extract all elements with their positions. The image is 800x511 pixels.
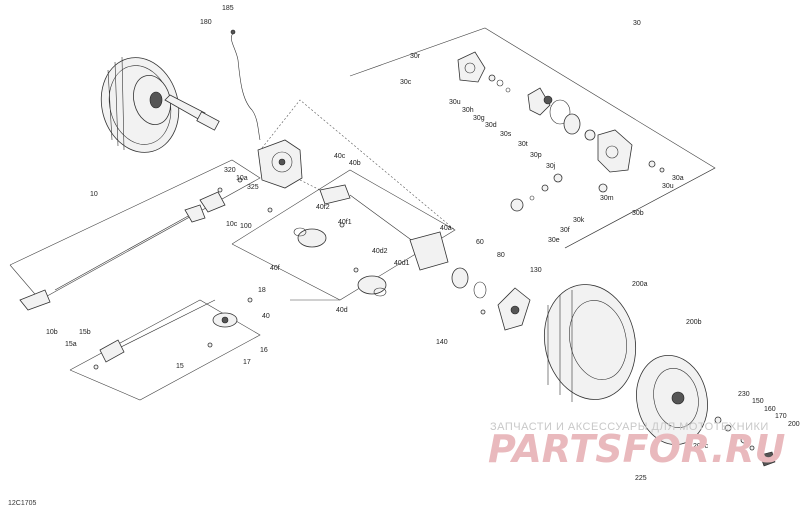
callout: 30h <box>462 107 474 114</box>
callout: 15 <box>176 363 184 370</box>
callout: 18 <box>258 287 266 294</box>
callout: 10 <box>90 191 98 198</box>
rear-wheel-assembly <box>543 284 776 467</box>
callout: 40f <box>270 265 280 272</box>
drive-shaft-group <box>293 184 449 297</box>
callout: 30d <box>485 122 497 129</box>
callout: 325 <box>247 184 259 191</box>
callout: 200c <box>693 443 709 450</box>
callout: 200 <box>788 421 800 428</box>
callout: 17 <box>243 359 251 366</box>
callout: 60 <box>476 239 484 246</box>
callout: 30s <box>500 131 512 138</box>
callout: 30 <box>633 20 641 27</box>
callout: 30j <box>546 163 556 170</box>
callout: 80 <box>497 252 505 259</box>
callout: 30c <box>400 79 412 86</box>
callout: 30f <box>560 227 570 234</box>
callout: 40b <box>349 160 361 167</box>
callout: 30t <box>518 141 528 148</box>
callout: 10b <box>46 329 58 336</box>
callout: 200b <box>686 319 702 326</box>
diagram-code: 12C1705 <box>8 500 37 507</box>
callout: 185 <box>222 5 234 12</box>
callout: 200a <box>632 281 648 288</box>
callout: 30u <box>449 99 461 106</box>
callout: 10a <box>236 175 248 182</box>
callout: 130 <box>530 267 542 274</box>
callout: 30b <box>632 210 644 217</box>
callout: 30r <box>410 53 421 60</box>
bearing-and-ring <box>451 267 487 299</box>
callout: 16 <box>260 347 268 354</box>
callout: 160 <box>764 406 776 413</box>
callout: 40 <box>262 313 270 320</box>
callout: 40d <box>336 307 348 314</box>
callout: 15b <box>79 329 91 336</box>
front-propeller-shaft <box>19 177 273 311</box>
callout: 320 <box>224 167 236 174</box>
callout: 225 <box>635 475 647 482</box>
gear-case-group <box>457 51 665 212</box>
watermark-tagline: ЗАПЧАСТИ И АКСЕССУАРЫ ДЛЯ МОТОТЕХНИКИ <box>490 421 769 433</box>
callout: 40f2 <box>316 204 330 211</box>
callout: 40d1 <box>394 260 410 267</box>
callout: 15a <box>65 341 77 348</box>
front-wheel-assembly <box>100 56 220 153</box>
group-40-frame <box>231 169 456 301</box>
group-30-frame <box>349 27 716 249</box>
callout: 100 <box>240 223 252 230</box>
callout: 40d2 <box>372 248 388 255</box>
callout: 30e <box>548 237 560 244</box>
callout: 170 <box>775 413 787 420</box>
callout: 40c <box>334 153 346 160</box>
hub-130 <box>480 287 531 331</box>
callout: 30m <box>600 195 614 202</box>
callout: 30u <box>662 183 674 190</box>
callout: 40a <box>440 225 452 232</box>
callout: 40f1 <box>338 219 352 226</box>
callout: 30k <box>573 217 585 224</box>
callout-labels: 185 180 30 30r 30c 30u 30h 30g 30d 30s 3… <box>46 5 800 482</box>
callout: 230 <box>738 391 750 398</box>
watermark-brand: PARTSFOR.RU <box>488 427 786 471</box>
callout: 180 <box>200 19 212 26</box>
callout: 140 <box>436 339 448 346</box>
differential-housing <box>257 99 456 231</box>
callout: 30p <box>530 152 542 159</box>
callout: 150 <box>752 398 764 405</box>
callout: 30g <box>473 115 485 122</box>
group-15-frame <box>69 299 261 401</box>
callout: 10c <box>226 221 238 228</box>
rear-propeller-shaft <box>93 297 253 370</box>
watermark: ЗАПЧАСТИ И АКСЕССУАРЫ ДЛЯ МОТОТЕХНИКИ PA… <box>488 421 786 471</box>
callout: 30a <box>672 175 684 182</box>
group-10-frame <box>9 159 261 301</box>
breather-hose <box>230 29 261 141</box>
